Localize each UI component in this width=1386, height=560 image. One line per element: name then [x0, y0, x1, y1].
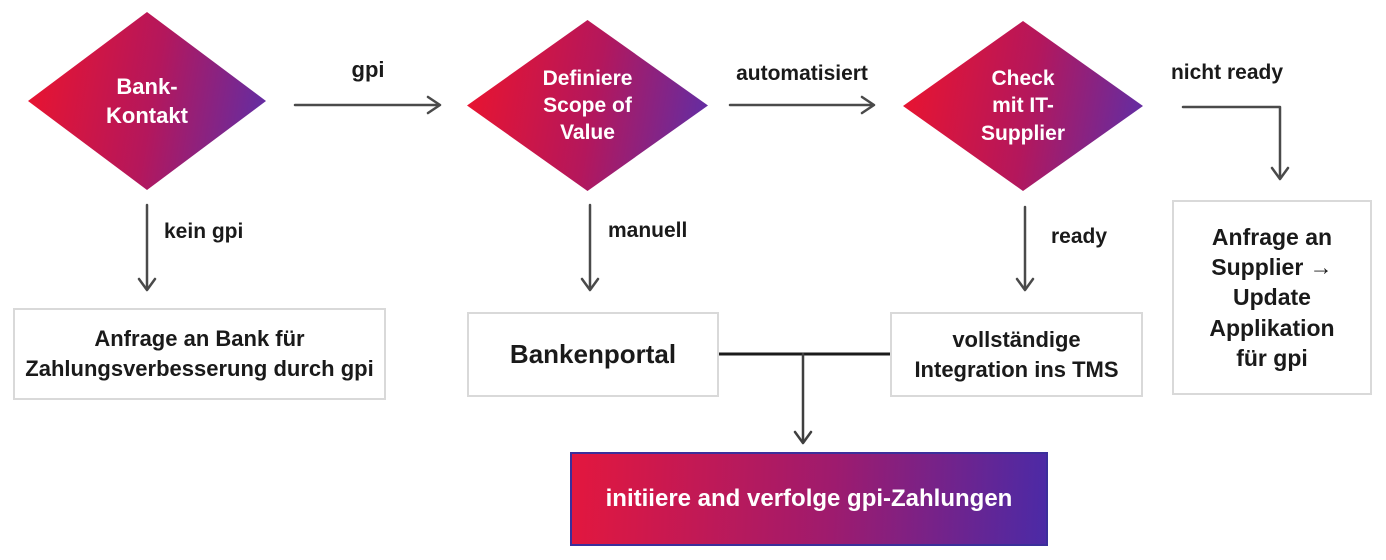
arrow-automatisiert — [728, 95, 876, 115]
arrow-ready — [1015, 205, 1035, 292]
diamond-bank-kontakt-label: Bank- Kontakt — [106, 73, 188, 128]
box-anfrage-an-bank: Anfrage an Bank für Zahlungsverbesserung… — [13, 308, 386, 400]
result-bar-gpi-zahlungen: initiiere and verfolge gpi-Zahlungen — [570, 452, 1048, 546]
box-bankenportal-label: Bankenportal — [509, 339, 677, 369]
box-anfrage-an-bank-label: Anfrage an Bank für Zahlungsverbesserung… — [25, 326, 374, 381]
edge-label-kein-gpi: kein gpi — [164, 220, 244, 243]
arrow-gpi — [293, 95, 442, 115]
edge-label-manuell: manuell — [608, 219, 688, 242]
arrow-kein-gpi — [137, 203, 157, 292]
box-bankenportal: Bankenportal — [467, 312, 719, 397]
edge-label-ready: ready — [1051, 225, 1108, 248]
arrow-manuell — [580, 203, 600, 292]
box-anfrage-an-supplier: Anfrage an Supplier → Update Applikation… — [1172, 200, 1372, 395]
box-anfrage-an-supplier-label: Anfrage an Supplier → Update Applikation… — [1209, 223, 1335, 372]
edge-label-nicht-ready: nicht ready — [1170, 61, 1284, 84]
edge-label-gpi: gpi — [351, 57, 385, 82]
edge-label-automatisiert: automatisiert — [736, 62, 868, 85]
box-vollstaendige-integration-tms-label: vollständige Integration ins TMS — [914, 326, 1119, 382]
diamond-definiere-scope-of-value: Definiere Scope of Value — [467, 20, 708, 191]
arrow-to-result-bar — [793, 352, 813, 445]
box-vollstaendige-integration-tms: vollständige Integration ins TMS — [890, 312, 1143, 397]
diamond-check-mit-it-supplier-label: Check mit IT- Supplier — [980, 67, 1065, 145]
result-bar-label: initiiere and verfolge gpi-Zahlungen — [605, 485, 1013, 512]
arrow-nicht-ready — [1181, 105, 1290, 181]
diamond-bank-kontakt: Bank- Kontakt — [28, 12, 266, 190]
diamond-check-mit-it-supplier: Check mit IT- Supplier — [903, 21, 1143, 191]
diamond-definiere-scope-of-value-label: Definiere Scope of Value — [542, 66, 633, 145]
